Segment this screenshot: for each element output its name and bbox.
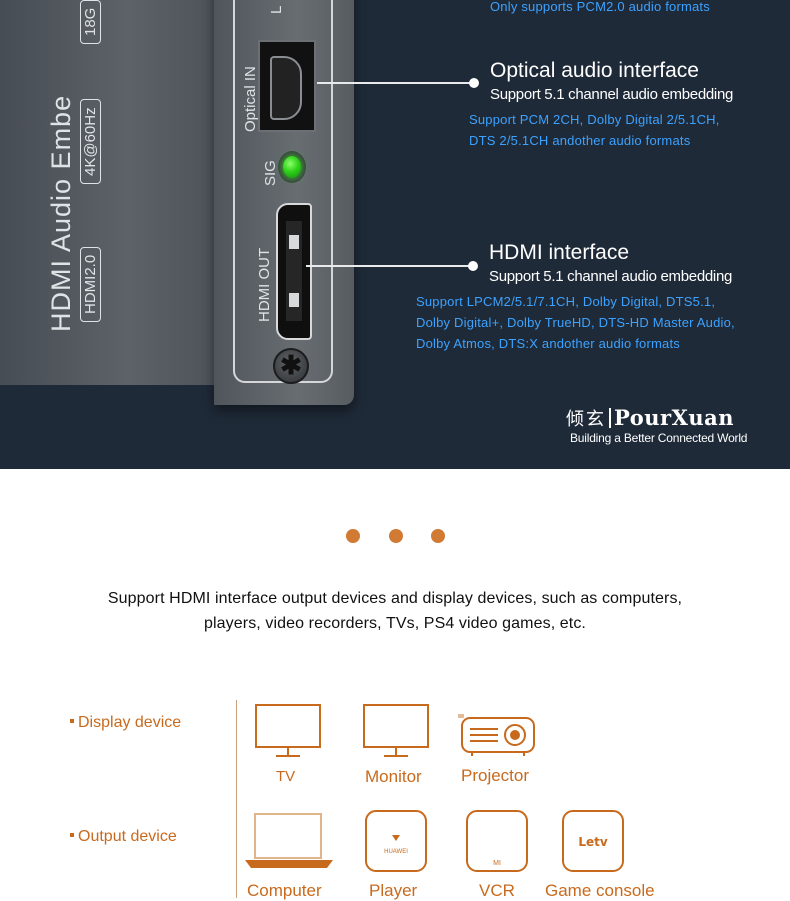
- device-print-resolution: 4K@60Hz: [80, 99, 101, 184]
- player-brand-logo: HUAWEI: [384, 849, 408, 855]
- top-spec-line: Only supports PCM2.0 audio formats: [490, 0, 710, 14]
- hdmi-callout-subtitle: Support 5.1 channel audio embedding: [489, 268, 733, 285]
- optical-spec-line: Support PCM 2CH, Dolby Digital 2/5.1CH,: [469, 112, 720, 127]
- optical-callout-subtitle: Support 5.1 channel audio embedding: [490, 86, 734, 103]
- brand-logo-cn: 倾玄: [566, 409, 606, 429]
- sig-led-icon: [283, 156, 301, 178]
- screw-icon: ✱: [273, 348, 309, 384]
- optical-port-label: Optical IN: [242, 66, 259, 132]
- device-print-version: HDMI2.0: [80, 246, 101, 322]
- hdmi-spec-line: Dolby Digital+, Dolby TrueHD, DTS-HD Mas…: [416, 315, 735, 330]
- console-brand-logo: Letv: [578, 835, 608, 849]
- divider-dot: [431, 529, 445, 543]
- hdmi-callout-title: HDMI interface: [489, 241, 630, 264]
- laptop-icon: [245, 813, 333, 868]
- hdmi-port-label: HDMI OUT: [256, 247, 273, 322]
- tv-icon: [255, 704, 321, 757]
- brand-logo-en: PourXuan: [614, 405, 735, 430]
- hdmi-pins-icon: [289, 235, 299, 307]
- output-device-label: Output device: [70, 828, 177, 846]
- category-divider: [236, 700, 237, 898]
- optical-callout-line: [317, 82, 475, 84]
- player-box-icon: HUAWEI: [365, 810, 427, 872]
- hdmi-callout-line: [306, 265, 474, 267]
- vcr-box-icon: MI: [466, 810, 528, 872]
- sig-led-label: SIG: [262, 160, 279, 186]
- monitor-icon: [363, 704, 429, 757]
- device-label-tv: TV: [276, 768, 296, 785]
- description-line: players, video recorders, TVs, PS4 video…: [204, 615, 586, 632]
- game-console-icon: Letv: [562, 810, 624, 872]
- device-print-partial: 18G: [80, 0, 101, 44]
- hdmi-port-icon: [276, 203, 312, 340]
- device-label-projector: Projector: [461, 766, 530, 785]
- optical-port-icon: [258, 40, 316, 132]
- device-label-player: Player: [369, 881, 418, 900]
- hdmi-callout-dot: [468, 261, 478, 271]
- hdmi-spec-line: Support LPCM2/5.1/7.1CH, Dolby Digital, …: [416, 294, 716, 309]
- device-label-game-console: Game console: [545, 881, 655, 900]
- brand-tagline: Building a Better Connected World: [570, 431, 748, 445]
- device-label-vcr: VCR: [479, 881, 515, 900]
- vcr-brand-logo: MI: [493, 860, 501, 867]
- divider-dot: [346, 529, 360, 543]
- brand-logo: 倾玄 PourXuan: [566, 405, 734, 431]
- projector-icon: [458, 714, 535, 756]
- device-label-monitor: Monitor: [365, 767, 422, 786]
- description-line: Support HDMI interface output devices an…: [107, 590, 683, 607]
- optical-callout-title: Optical audio interface: [490, 59, 699, 82]
- cut-port-label: L: [268, 5, 285, 14]
- device-print-title: HDMI Audio Embe: [46, 94, 76, 332]
- device-body: [0, 0, 240, 385]
- optical-spec-line: DTS 2/5.1CH andother audio formats: [469, 133, 691, 148]
- product-banner: HDMI Audio Embe HDMI2.0 4K@60Hz 18G Opti…: [0, 0, 790, 469]
- hdmi-spec-line: Dolby Atmos, DTS:X andother audio format…: [416, 336, 680, 351]
- divider-dot: [389, 529, 403, 543]
- display-device-label: Display device: [70, 714, 181, 732]
- compatibility-description: Support HDMI interface output devices an…: [0, 586, 790, 636]
- optical-callout-dot: [469, 78, 479, 88]
- device-label-computer: Computer: [247, 881, 322, 900]
